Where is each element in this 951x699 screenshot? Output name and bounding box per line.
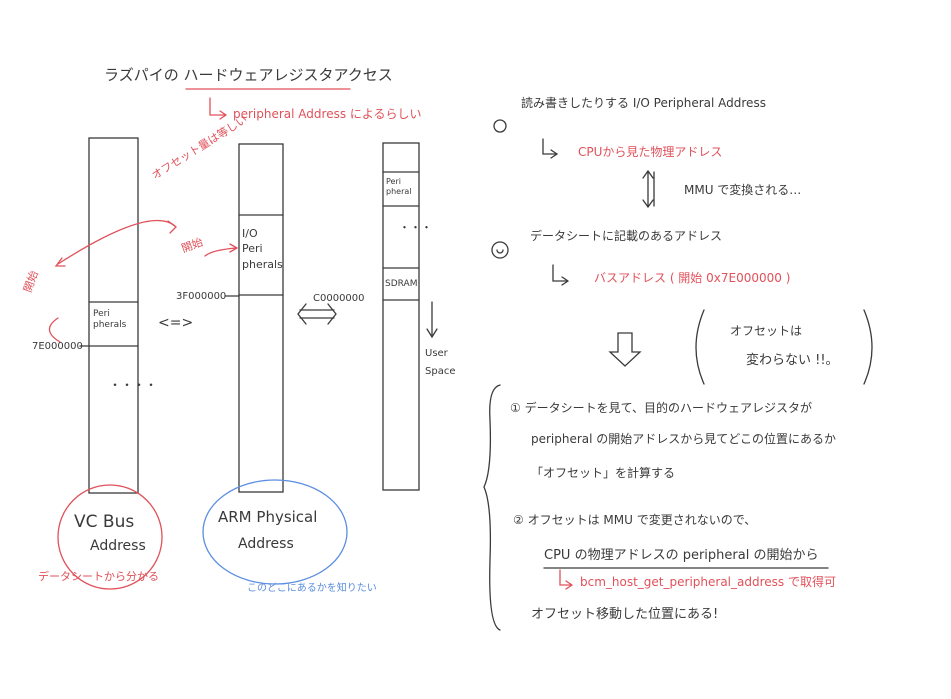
virtual-address: C0000000 (313, 293, 365, 304)
step-1-line-c: 「オフセット」を計算する (531, 466, 676, 480)
arm-physical-column (238, 143, 284, 493)
arm-address: 3F000000 (176, 291, 227, 302)
step-2-line-c: bcm_host_get_peripheral_address で取得可 (580, 575, 836, 589)
vc-note: データシートから分かる (38, 570, 159, 583)
arm-note: このどこにあるかを知りたい (247, 583, 377, 594)
diagram-title: ラズパイの ハードウェアレジスタアクセス (104, 66, 393, 84)
arm-label-1: ARM Physical (218, 508, 318, 526)
vc-address: 7E000000 (32, 341, 83, 352)
step-1-line-b: peripheral の開始アドレスから見てどこの位置にあるか (531, 432, 836, 446)
note-1-sub: CPUから見た物理アドレス (578, 145, 723, 159)
curly-brace (483, 384, 501, 631)
vc-bus-column (88, 137, 139, 494)
vc-peripherals-label: Peri pherals (93, 309, 127, 330)
virtual-peripheral-label: Peri pheral (386, 177, 412, 196)
vc-label-1: VC Bus (74, 512, 135, 532)
title-note: peripheral Address によるらしい (233, 107, 422, 121)
user-space-label: User Space (425, 348, 456, 377)
step-1-line-a: ① データシートを見て、目的のハードウェアレジスタが (510, 401, 812, 415)
arm-physical-circle (202, 479, 348, 585)
mmu-arrow-icon (642, 169, 655, 209)
note-2-line: データシートに記載のあるアドレス (530, 229, 723, 243)
double-arrow-icon (297, 303, 337, 325)
arm-io-label: I/O Peri pherals (242, 227, 283, 271)
vc-label-2: Address (90, 538, 146, 554)
step-2-line-a: ② オフセットは MMU で変更されないので、 (513, 513, 757, 527)
virtual-column (382, 142, 420, 491)
mmu-note: MMU で変換される… (684, 183, 802, 197)
offset-box-line-2: 変わらない !!。 (746, 353, 839, 368)
down-arrow-icon (608, 332, 642, 367)
vc-dots: ・・・・ (109, 378, 158, 392)
vc-bus-circle (57, 484, 163, 590)
note-1-line: 読み書きしたりする I/O Peripheral Address (521, 96, 766, 110)
virtual-sdram-label: SDRAM (385, 279, 418, 289)
offset-arc (57, 219, 176, 265)
offset-box-line-1: オフセットは (730, 324, 803, 338)
note-2-sub: バスアドレス ( 開始 0x7E000000 ) (594, 271, 791, 285)
equiv-arrow-left: <=> (158, 315, 194, 331)
step-2-line-b: CPU の物理アドレスの peripheral の開始から (544, 548, 819, 563)
step-2-line-d: オフセット移動した位置にある! (531, 607, 719, 622)
virtual-dots: ・・・ (399, 221, 432, 234)
arm-label-2: Address (238, 536, 294, 552)
